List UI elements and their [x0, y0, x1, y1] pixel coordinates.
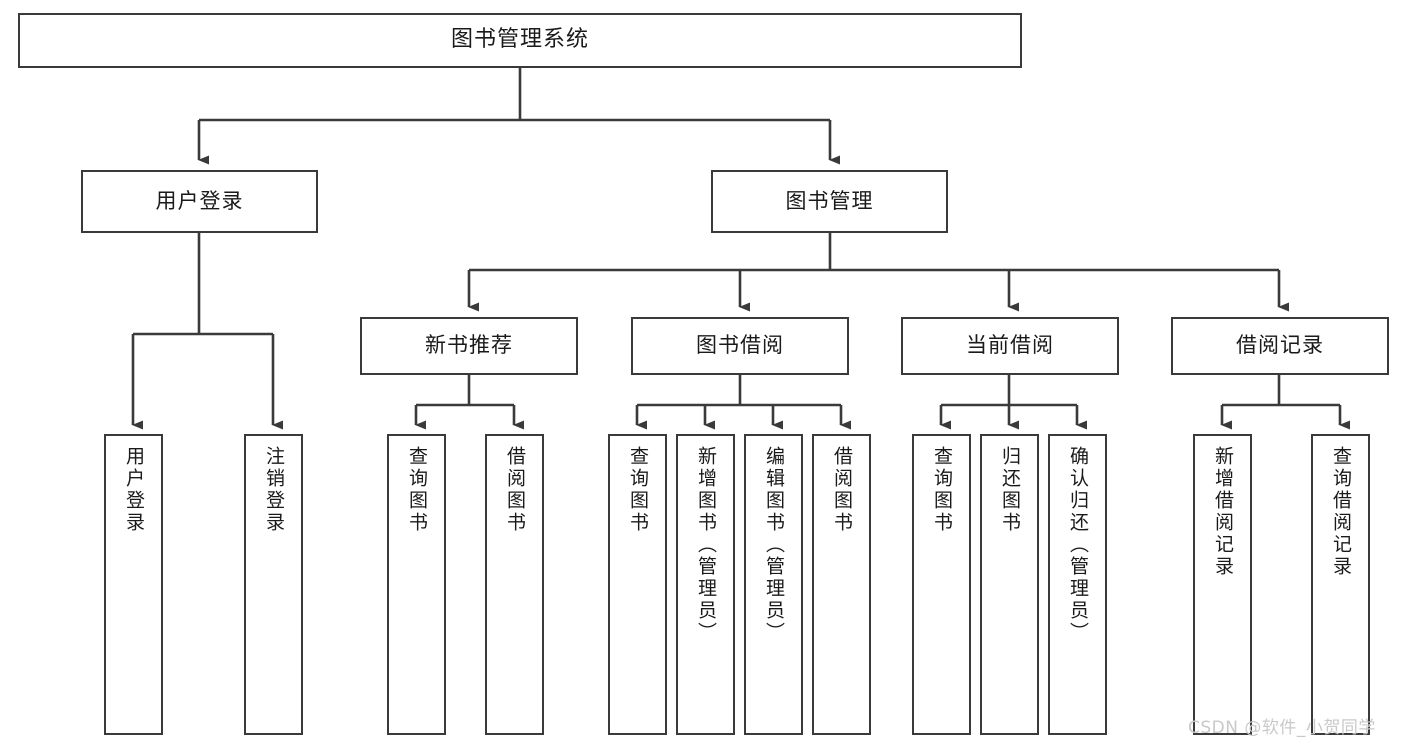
leaf-borrow-book-recommend[interactable]: 借阅图书	[485, 434, 544, 735]
node-label: 归还图书	[999, 446, 1021, 534]
node-new-book-recommend[interactable]: 新书推荐	[360, 317, 578, 375]
node-label: 新书推荐	[425, 333, 513, 358]
node-label: 查询图书	[931, 446, 953, 534]
leaf-user-logout[interactable]: 注销登录	[244, 434, 303, 735]
node-label: 图书管理系统	[450, 27, 589, 53]
node-label: 新增图书（管理员）	[695, 446, 717, 644]
node-label: 编辑图书（管理员）	[763, 446, 785, 644]
leaf-edit-book-admin[interactable]: 编辑图书（管理员）	[744, 434, 803, 735]
node-current-borrow[interactable]: 当前借阅	[901, 317, 1119, 375]
node-label: 用户登录	[123, 446, 145, 534]
node-root-system[interactable]: 图书管理系统	[18, 13, 1022, 68]
leaf-borrow-book[interactable]: 借阅图书	[812, 434, 871, 735]
leaf-return-book[interactable]: 归还图书	[980, 434, 1039, 735]
csdn-watermark: CSDN @软件_小贺同学	[1188, 718, 1376, 738]
node-label: 图书借阅	[696, 333, 784, 358]
node-label: 新增借阅记录	[1212, 446, 1234, 578]
node-label: 用户登录	[155, 188, 244, 213]
leaf-confirm-return-admin[interactable]: 确认归还（管理员）	[1048, 434, 1107, 735]
node-label: 图书管理	[785, 188, 874, 213]
leaf-user-login[interactable]: 用户登录	[104, 434, 163, 735]
leaf-query-borrow-record[interactable]: 查询借阅记录	[1311, 434, 1370, 735]
node-borrow-records[interactable]: 借阅记录	[1171, 317, 1389, 375]
node-book-management[interactable]: 图书管理	[711, 170, 948, 233]
node-label: 查询借阅记录	[1330, 446, 1352, 578]
node-label: 注销登录	[263, 446, 285, 534]
node-label: 借阅记录	[1236, 333, 1324, 358]
node-label: 借阅图书	[831, 446, 853, 534]
node-book-borrow[interactable]: 图书借阅	[631, 317, 849, 375]
node-label: 查询图书	[627, 446, 649, 534]
leaf-query-book-current[interactable]: 查询图书	[912, 434, 971, 735]
leaf-add-borrow-record[interactable]: 新增借阅记录	[1193, 434, 1252, 735]
node-label: 借阅图书	[504, 446, 526, 534]
node-label: 确认归还（管理员）	[1067, 446, 1089, 644]
node-label: 当前借阅	[966, 333, 1054, 358]
node-label: 查询图书	[406, 446, 428, 534]
leaf-query-book-recommend[interactable]: 查询图书	[387, 434, 446, 735]
leaf-add-book-admin[interactable]: 新增图书（管理员）	[676, 434, 735, 735]
leaf-query-book-borrow[interactable]: 查询图书	[608, 434, 667, 735]
node-user-login[interactable]: 用户登录	[81, 170, 318, 233]
